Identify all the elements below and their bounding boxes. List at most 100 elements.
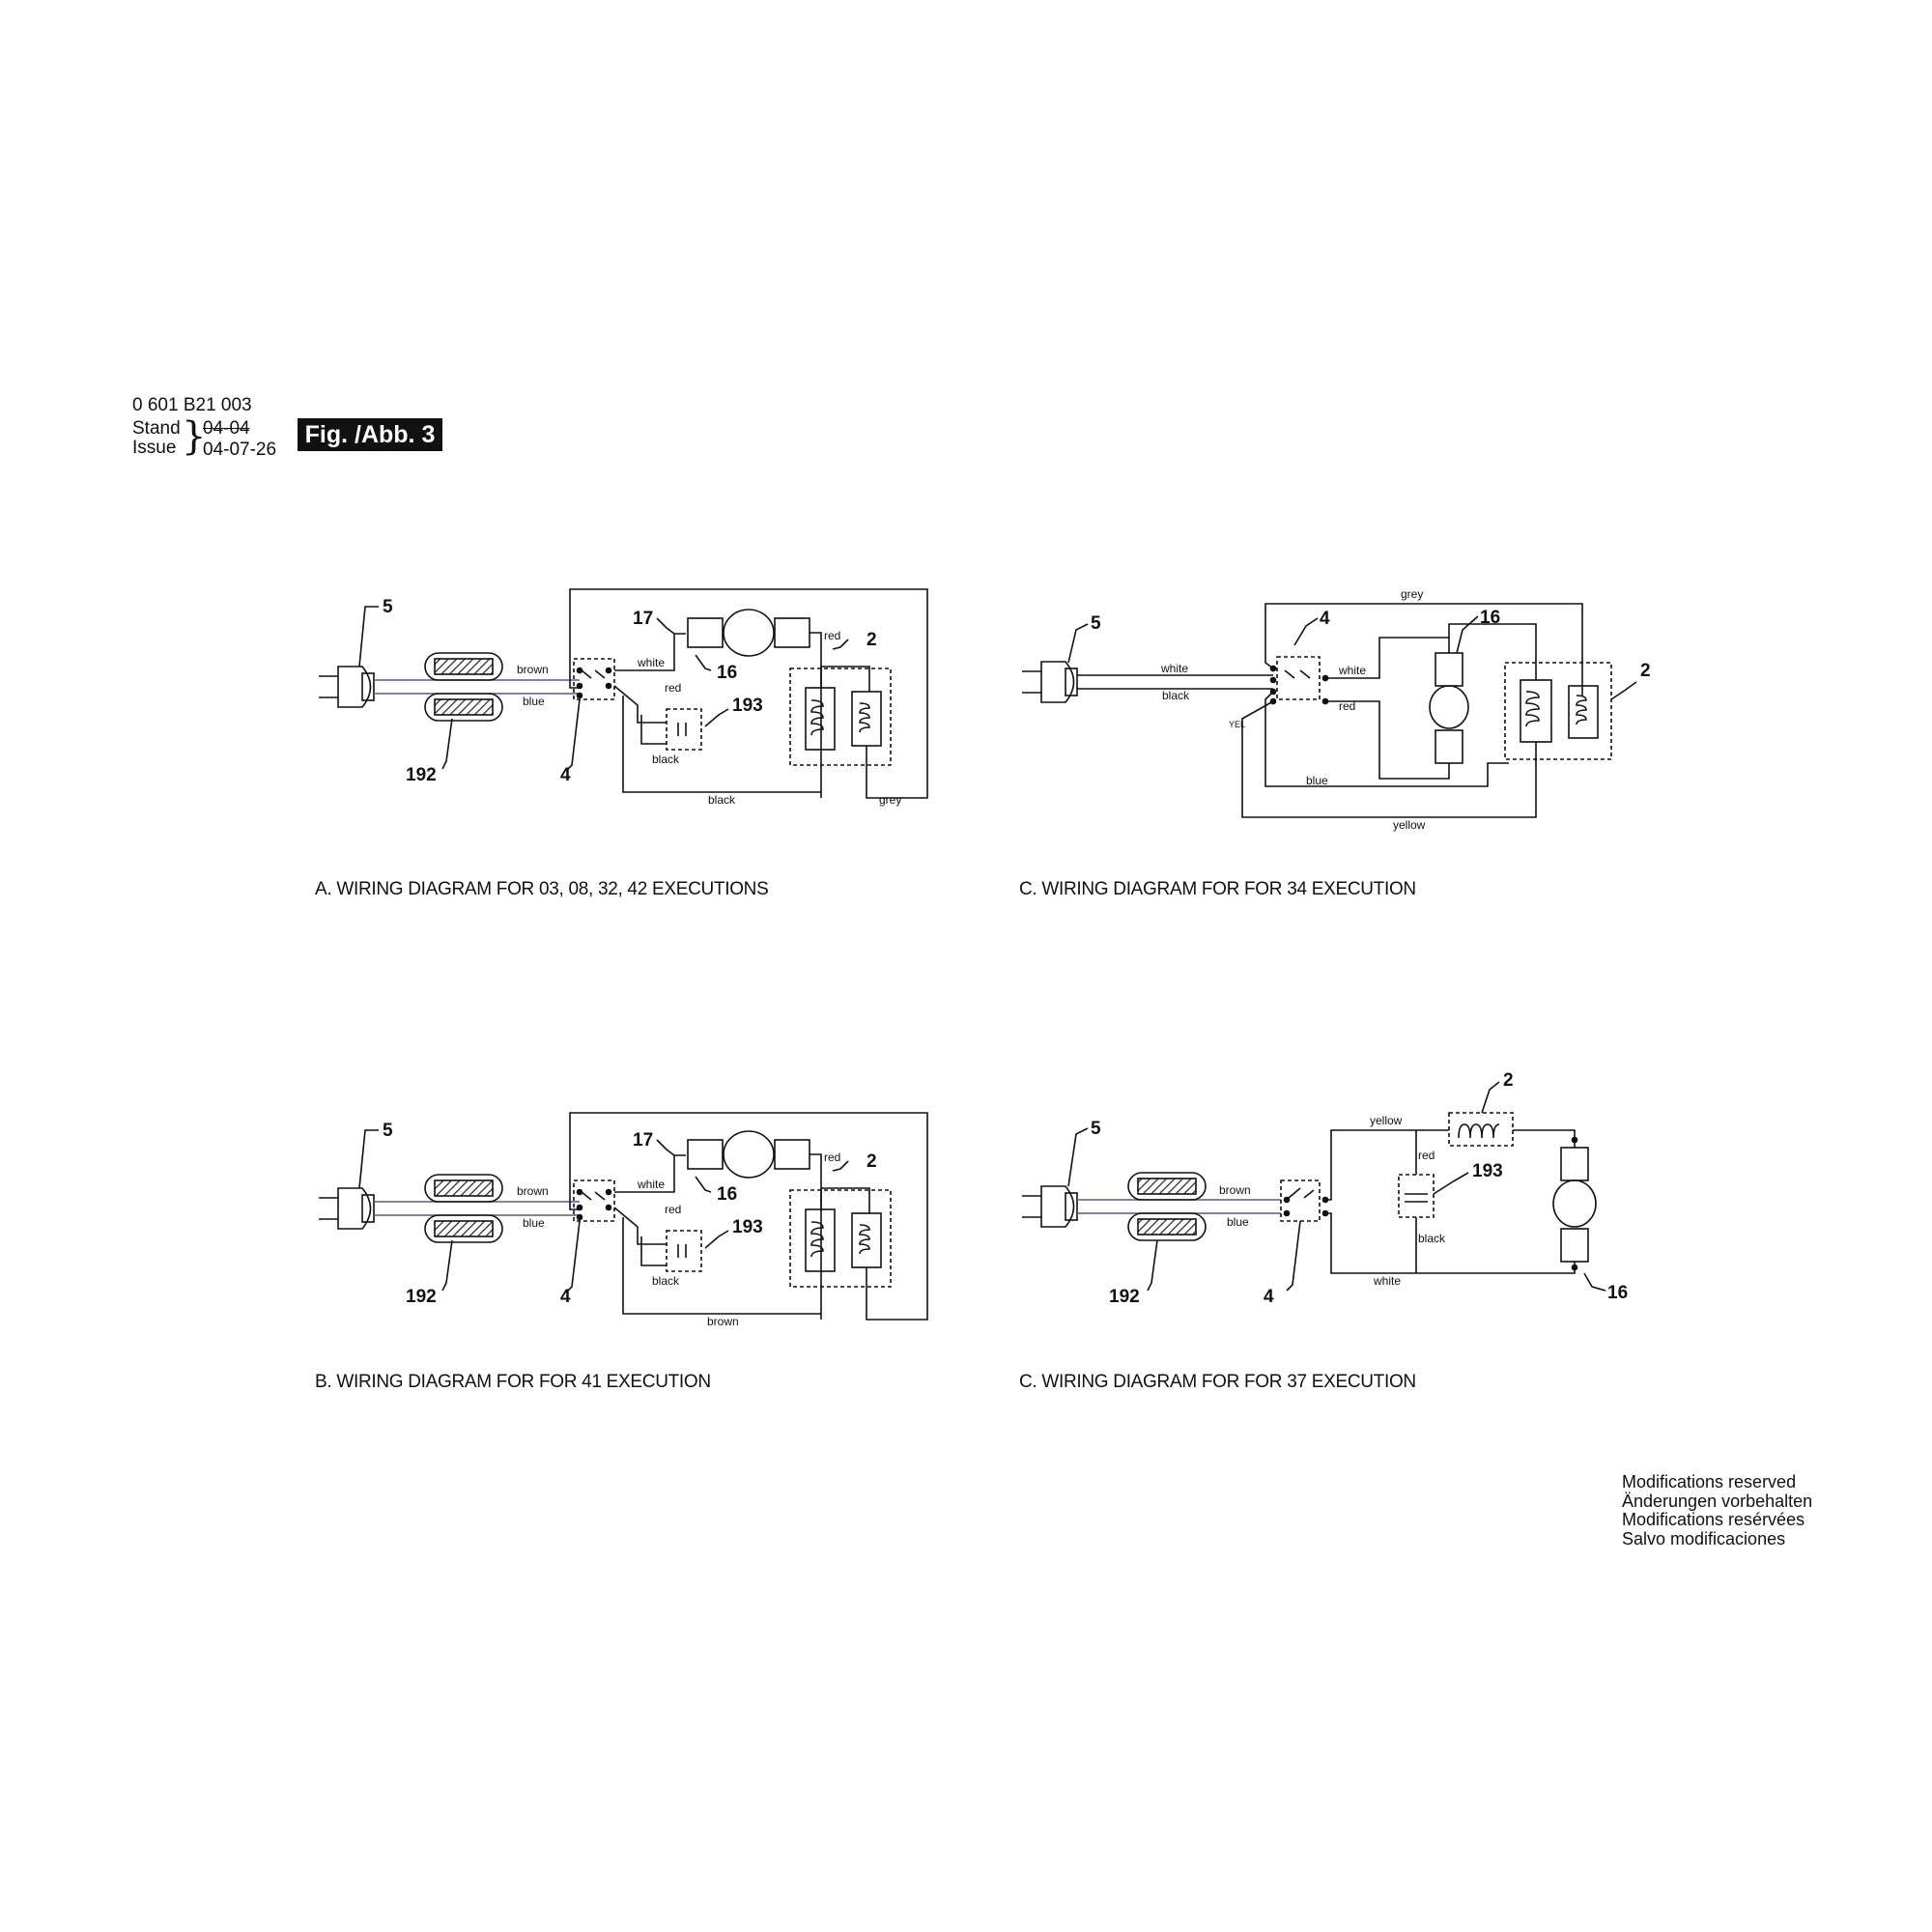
wire-label: brown (707, 1315, 739, 1328)
wire-label: YEL (1229, 720, 1245, 729)
wire-label: red (1418, 1149, 1435, 1162)
wire-label: brown (517, 663, 549, 676)
field-2 (1504, 662, 1612, 760)
field-2 (789, 1189, 892, 1288)
motor-16 (1429, 652, 1469, 764)
wire-label: yellow (1393, 818, 1426, 832)
field-2 (789, 668, 892, 766)
wire-label: red (665, 681, 681, 695)
wire-label: brown (1219, 1183, 1251, 1197)
part-number-label: 5 (1091, 613, 1101, 634)
wire-label: black (652, 753, 680, 766)
part-number-label: 4 (1320, 609, 1330, 629)
modifications-line: Änderungen vorbehalten (1622, 1491, 1813, 1511)
wire-label: white (1338, 664, 1366, 677)
wire-label: grey (1401, 587, 1423, 601)
caption-diagram-a: A. WIRING DIAGRAM FOR 03, 08, 32, 42 EXE… (315, 879, 769, 899)
motor-16 (687, 609, 810, 657)
plug-icon (1022, 661, 1078, 703)
caption-diagram-c34: C. WIRING DIAGRAM FOR FOR 34 EXECUTION (1019, 879, 1416, 899)
caption-diagram-c37: C. WIRING DIAGRAM FOR FOR 37 EXECUTION (1019, 1372, 1416, 1392)
diagram-c37 (1022, 1081, 1606, 1292)
part-number: 0 601 B21 003 (132, 395, 252, 415)
wire-label: red (824, 1151, 840, 1164)
part-number-label: 192 (406, 765, 437, 785)
capacitor-193 (666, 1230, 702, 1272)
wire-label: red (824, 629, 840, 642)
part-number-label: 4 (1264, 1287, 1274, 1307)
part-number-label: 5 (383, 1121, 393, 1141)
diagram-c37-labels: brown blue yellow red black white 5 192 … (1091, 1070, 1628, 1307)
issue-label: Issue (132, 438, 177, 458)
wire-label: brown (517, 1184, 549, 1198)
wire-label: red (665, 1203, 681, 1216)
wire-label: grey (879, 793, 901, 807)
part-number-label: 16 (717, 663, 737, 683)
wire-label: blue (1306, 774, 1328, 787)
switch-4 (573, 1179, 615, 1222)
plug-icon (1022, 1185, 1078, 1228)
stand-label: Stand (132, 418, 181, 439)
part-number-label: 2 (867, 1151, 877, 1172)
wire-label: yellow (1370, 1114, 1403, 1127)
brace-icon: } (182, 414, 207, 459)
part-number-label: 193 (732, 696, 763, 716)
motor-16 (1552, 1147, 1597, 1263)
part-number-label: 193 (732, 1217, 763, 1237)
capacitor-193 (666, 708, 702, 751)
choke-192 (424, 652, 503, 722)
modifications-line: Modifications reserved (1622, 1472, 1797, 1492)
diagram-c34-labels: grey white black white red YEL blue yell… (1091, 587, 1651, 832)
part-number-label: 4 (560, 765, 571, 785)
wire-label: blue (523, 695, 545, 708)
part-number-label: 192 (406, 1287, 437, 1307)
diagram-a (319, 588, 928, 799)
diagram-a-labels: brown blue white red red black black gre… (383, 597, 901, 807)
motor-16 (687, 1130, 810, 1179)
wire-label: black (652, 1274, 680, 1288)
capacitor-193 (1398, 1174, 1435, 1218)
new-date: 04-07-26 (203, 440, 277, 460)
wire-label: white (637, 656, 665, 669)
switch-4 (1280, 1179, 1329, 1222)
diagram-b (319, 1112, 928, 1321)
part-number-label: 2 (1503, 1070, 1514, 1091)
wire-label: blue (1227, 1215, 1249, 1229)
part-number-label: 5 (1091, 1119, 1101, 1139)
part-number-label: 17 (633, 1130, 653, 1151)
switch-4 (573, 658, 615, 700)
diagram-b-labels: brown blue white red red black brown 5 1… (383, 1121, 877, 1328)
part-number-label: 192 (1109, 1287, 1140, 1307)
wire-label: white (1373, 1274, 1401, 1288)
modifications-line: Modifications resérvées (1622, 1510, 1805, 1529)
choke-192 (1127, 1172, 1207, 1241)
part-number-label: 16 (1607, 1283, 1628, 1303)
plug-icon (319, 1187, 375, 1230)
switch-4 (1269, 656, 1329, 705)
part-number-label: 2 (867, 630, 877, 650)
part-number-label: 17 (633, 609, 653, 629)
field-2 (1448, 1112, 1514, 1147)
wire-label: blue (523, 1216, 545, 1230)
part-number-label: 2 (1640, 661, 1651, 681)
modifications-line: Salvo modificaciones (1622, 1528, 1786, 1548)
plug-icon (319, 666, 375, 708)
choke-192 (424, 1174, 503, 1243)
part-number-label: 193 (1472, 1161, 1503, 1181)
wire-label: black (708, 793, 736, 807)
wire-label: black (1162, 689, 1190, 702)
old-date: 04-04 (203, 418, 250, 439)
part-number-label: 5 (383, 597, 393, 617)
wire-label: white (637, 1178, 665, 1191)
wire-label: black (1418, 1232, 1446, 1245)
diagram-c34 (1022, 603, 1637, 818)
part-number-label: 4 (560, 1287, 571, 1307)
figure-label: Fig. /Abb. 3 (298, 418, 442, 451)
wire-label: red (1339, 699, 1355, 713)
modifications-note: Modifications reserved Änderungen vorbeh… (1622, 1472, 1813, 1548)
caption-diagram-b: B. WIRING DIAGRAM FOR FOR 41 EXECUTION (315, 1372, 711, 1392)
part-number-label: 16 (717, 1184, 737, 1205)
part-number-label: 16 (1480, 608, 1500, 628)
wire-label: white (1160, 662, 1188, 675)
